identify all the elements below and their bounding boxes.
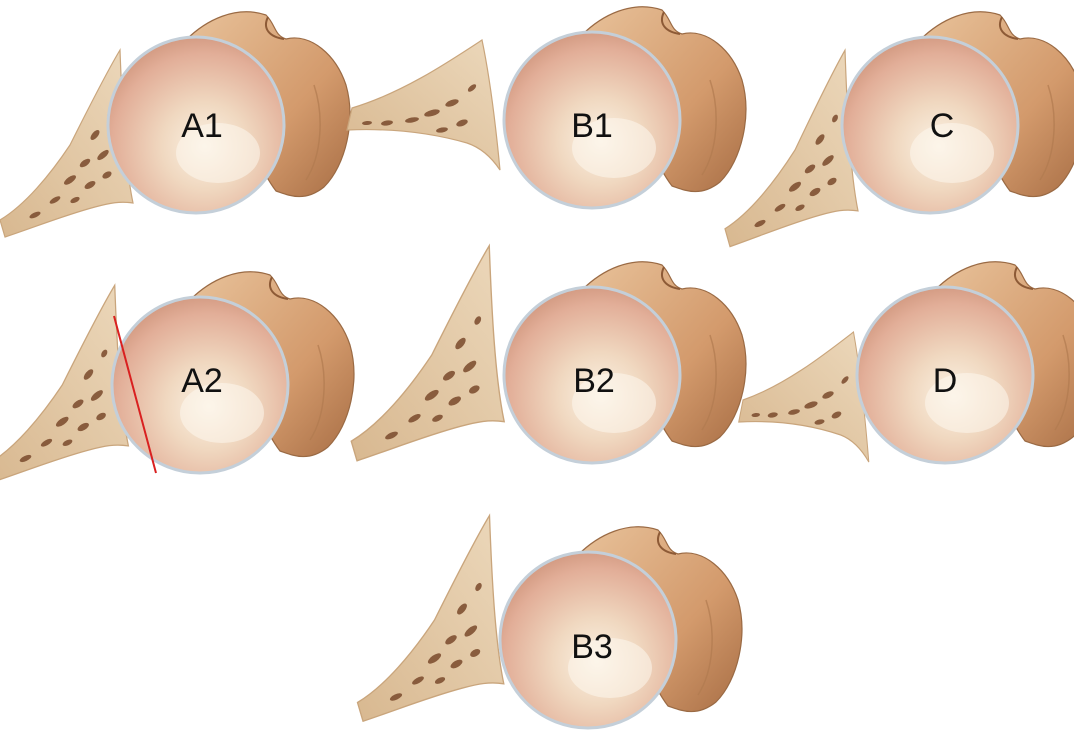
panel-label-a2: A2 (181, 362, 223, 400)
panel-label-b3: B3 (571, 628, 613, 666)
panel-label-b1: B1 (571, 107, 613, 145)
panel-label-c: C (930, 107, 955, 145)
panel-label-a1: A1 (181, 107, 223, 145)
panel-label-b2: B2 (573, 362, 615, 400)
panel-label-d: D (933, 362, 958, 400)
